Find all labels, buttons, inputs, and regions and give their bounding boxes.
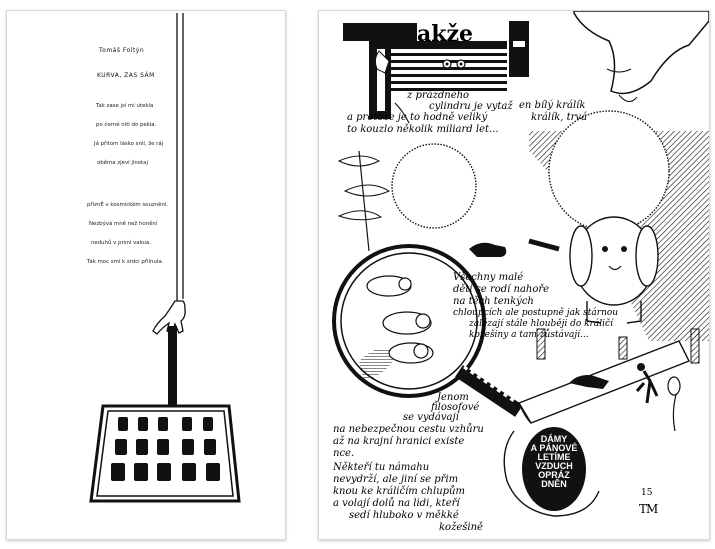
speech-oval bbox=[522, 427, 586, 511]
text-line: kožešině bbox=[439, 522, 483, 533]
magnifying-glass bbox=[332, 244, 523, 417]
text-line: sedí hluboko v měkké bbox=[349, 510, 459, 521]
poem-line: oběma zjeví jinotaj bbox=[97, 160, 148, 166]
text-line: nevydrží, ale jiní se přim bbox=[333, 474, 459, 485]
oval-text-line: A PÁNOVÉ bbox=[530, 443, 578, 453]
poem-line: Tak moc smí k srdci přilnula. bbox=[87, 259, 164, 265]
text-line: a volají dolů na lidi, kteří bbox=[333, 498, 460, 509]
text-line: to kouzlo několik miliard let... bbox=[347, 124, 499, 135]
white-rabbit bbox=[569, 216, 659, 324]
right-illustration bbox=[332, 11, 709, 517]
oval-text-line: DÁMY bbox=[540, 434, 568, 444]
text-line: cylindru je vytaž bbox=[429, 101, 513, 112]
rabbit-fur bbox=[548, 110, 670, 232]
giant-hand bbox=[573, 11, 709, 102]
text-line: Všechny malé bbox=[453, 272, 524, 283]
oval-text-line: OPRÁZ bbox=[538, 470, 570, 480]
left-illustration bbox=[89, 13, 241, 503]
text-line: knou ke králičím chlupům bbox=[333, 486, 465, 497]
oval-text-line: DNĚN bbox=[541, 479, 567, 489]
poem-line: příznÉ v kosmickém souznění. bbox=[87, 202, 169, 208]
oval-text-line: LETÍME bbox=[537, 452, 571, 462]
text-line: en bílý králík bbox=[519, 100, 586, 111]
signature-number: 15 bbox=[641, 488, 653, 498]
falling-person bbox=[569, 375, 609, 389]
poem-line: neduhů v prsní vakua. bbox=[91, 240, 151, 246]
poem-line: Nezbývá mně než honění bbox=[89, 221, 158, 227]
left-page: Tomáš Foltýn KURVA, ZAS SÁM Tak zase jsi… bbox=[6, 10, 286, 540]
signature-letters: TM bbox=[639, 502, 658, 516]
text-line: zalézají stále hlouběji do králičí bbox=[469, 319, 613, 329]
text-line: na těch tenkých bbox=[453, 296, 534, 307]
text-line: chloupcích ale postupně jak stárnou bbox=[453, 308, 619, 318]
text-line: Někteří tu námahu bbox=[333, 462, 430, 473]
text-line: se vydávají bbox=[403, 412, 459, 423]
oval-text-line: VZDUCH bbox=[535, 461, 573, 471]
text-line: králík, trvá bbox=[531, 112, 588, 123]
hand bbox=[152, 300, 186, 335]
poem-line: Tak zase jsi mi utekla bbox=[96, 103, 154, 109]
poem-author: Tomáš Foltýn bbox=[99, 47, 145, 54]
heading-text: akže bbox=[417, 21, 473, 47]
text-line: děti se rodí nahoře bbox=[453, 284, 550, 295]
dark-block bbox=[509, 21, 529, 77]
text-line: a protože je to hodně veliký bbox=[347, 112, 488, 123]
dinosaur-icon bbox=[469, 242, 507, 257]
thread bbox=[176, 13, 184, 301]
text-line: filosofové bbox=[431, 402, 480, 413]
text-line: až na krajní hranici existe bbox=[333, 436, 465, 447]
text-line: nce. bbox=[333, 448, 355, 459]
poem-line: po černé niti do pekla. bbox=[96, 122, 157, 128]
bone-icon bbox=[528, 238, 560, 252]
poem-line: Já přitom lásko snil, že ráj bbox=[94, 141, 164, 147]
text-line: Jenom bbox=[437, 392, 469, 403]
post bbox=[168, 326, 177, 434]
poem-title: KURVA, ZAS SÁM bbox=[97, 72, 155, 79]
fur-ball-left bbox=[391, 143, 477, 229]
person-figure bbox=[635, 370, 659, 404]
big-letter-t-shape bbox=[343, 23, 417, 124]
top-hat-ornament bbox=[391, 41, 507, 91]
text-line: na nebezpečnou cestu vzhůru bbox=[333, 424, 484, 435]
text-line: z prázdného bbox=[407, 90, 470, 101]
big-letter-t: T bbox=[345, 19, 346, 20]
leafy-plant bbox=[337, 150, 391, 252]
grate-slots bbox=[111, 417, 220, 481]
right-page: T akže z prázdného cylindru je vytaž en … bbox=[318, 10, 710, 540]
text-line: kožešiny a tam zůstávají... bbox=[469, 330, 589, 340]
small-hand bbox=[374, 50, 390, 74]
